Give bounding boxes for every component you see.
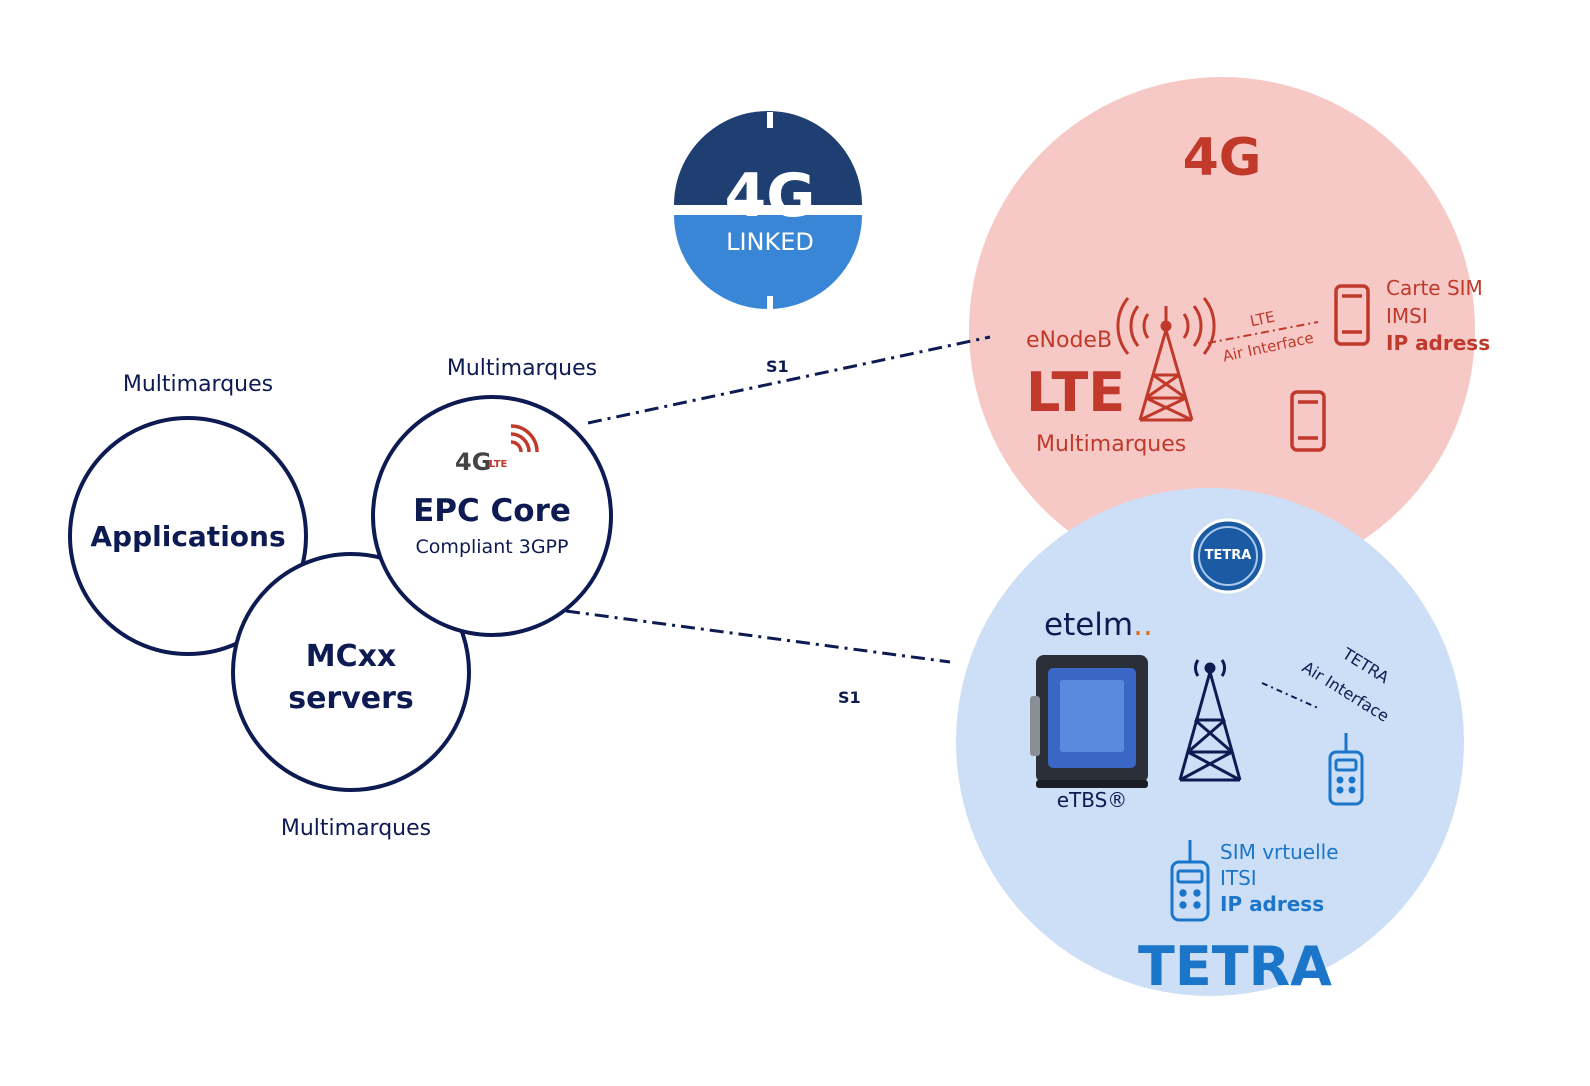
mcxx-label-line1: MCxx	[305, 639, 397, 674]
tetra-tower-icon	[1178, 659, 1242, 782]
mcxx-circle	[231, 552, 471, 792]
tetra-air-interface-line	[1261, 682, 1319, 709]
lte-circle-title: 4G	[1182, 128, 1262, 188]
tetra-sim-line2: ITSI	[1220, 866, 1257, 890]
applications-label: Applications	[90, 520, 286, 553]
applications-circle	[68, 416, 308, 656]
epc-4g-logo-text: 4G	[455, 448, 492, 476]
epc-core-title: EPC Core	[413, 493, 571, 529]
tetra-logo-icon	[1190, 518, 1266, 594]
epc-core-circle	[371, 395, 613, 637]
lte-brand: Multimarques	[1036, 432, 1187, 457]
phone-icon	[1334, 284, 1370, 346]
s1-label-bottom: S1	[838, 688, 861, 707]
4g-linked-badge	[674, 111, 862, 312]
tetra-coverage-circle	[956, 488, 1464, 996]
epc-core-brand: Multimarques	[446, 356, 598, 381]
lte-tower-icon	[1116, 297, 1216, 422]
badge-4g-text: 4G	[724, 161, 816, 231]
s1-link-tetra	[565, 609, 951, 664]
etbs-base-station-image	[1030, 655, 1148, 788]
lte-coverage-circle	[969, 77, 1475, 583]
mcxx-brand: Multimarques	[280, 816, 432, 841]
etbs-label: eTBS®	[1056, 788, 1128, 812]
s1-label-top: S1	[766, 357, 789, 376]
badge-linked-text: LINKED	[726, 228, 814, 256]
tetra-sim-line1: SIM vrtuelle	[1220, 840, 1339, 864]
lte-air-interface-line	[1207, 321, 1319, 344]
lte-label: LTE	[1026, 361, 1126, 424]
mcxx-label-line2: servers	[288, 681, 414, 716]
radio-icon	[1170, 840, 1210, 922]
lte-sim-line3: IP adress	[1386, 331, 1491, 355]
phone-icon	[1290, 390, 1326, 452]
lte-sim-line2: IMSI	[1386, 304, 1428, 328]
radio-icon	[1328, 733, 1364, 806]
tetra-sim-line3: IP adress	[1220, 892, 1325, 916]
tetra-label: TETRA	[1138, 935, 1332, 998]
lte-signal-icon	[510, 424, 539, 453]
epc-core-subtitle: Compliant 3GPP	[415, 536, 569, 558]
s1-link-lte	[587, 335, 991, 425]
lte-sim-line1: Carte SIM	[1386, 276, 1483, 300]
enodeb-label: eNodeB	[1026, 328, 1113, 353]
tetra-logo-text: TETRA	[1204, 548, 1252, 563]
applications-brand: Multimarques	[122, 372, 274, 397]
epc-lte-logo-text: LTE	[489, 459, 508, 470]
etelm-vendor-logo: etelm..	[1044, 607, 1153, 643]
